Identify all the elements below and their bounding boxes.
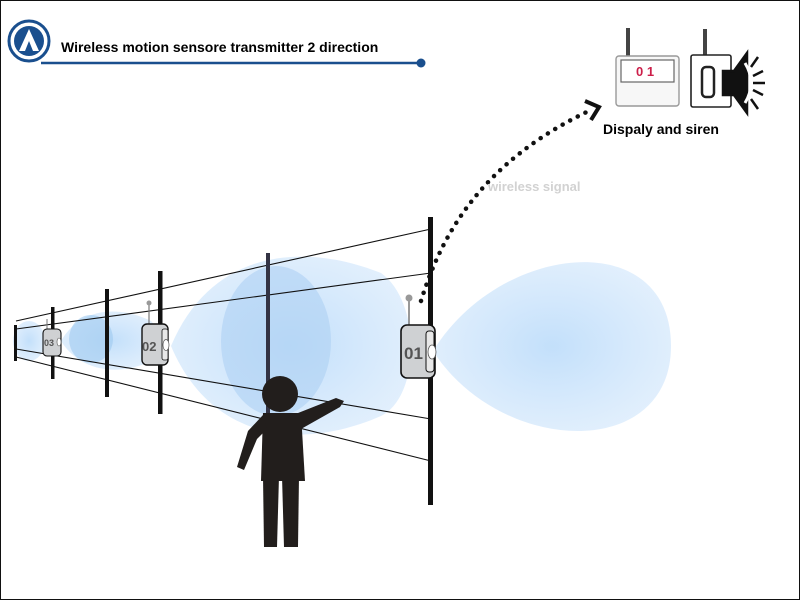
- beam-lobes: [13, 256, 671, 435]
- receiver-caption: Dispaly and siren: [603, 121, 719, 137]
- sensor-label-02: 02: [142, 339, 156, 354]
- display-unit: [615, 28, 680, 107]
- person-figure: [237, 376, 344, 547]
- title-underline-dot: [416, 58, 426, 68]
- diagram-title: Wireless motion sensore transmitter 2 di…: [61, 39, 379, 55]
- brand-logo: [7, 19, 51, 63]
- speaker-icon: [721, 49, 765, 117]
- wireless-signal-path: [418, 106, 596, 304]
- sensor-label-01: 01: [404, 344, 423, 363]
- beam-lines: [15, 228, 432, 462]
- signal-arrowhead: [584, 99, 602, 122]
- sensor-03: [42, 319, 62, 357]
- sensor-02: [141, 300, 170, 366]
- sensor-label-03: 03: [44, 338, 54, 348]
- display-readout: 0 1: [636, 64, 654, 79]
- sensor-01: [400, 294, 437, 379]
- wireless-signal-label: wireless signal: [488, 179, 581, 194]
